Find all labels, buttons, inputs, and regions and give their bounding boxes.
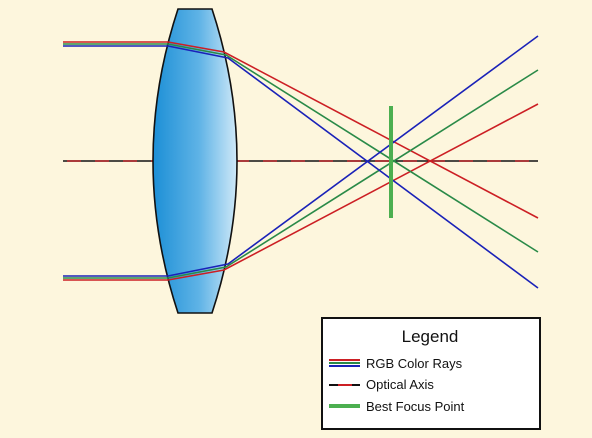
- red-rays: [63, 41, 539, 281]
- legend-item-best-focus: Best Focus Point: [366, 399, 465, 414]
- blue-rays: [63, 35, 539, 289]
- legend-title: Legend: [402, 327, 459, 346]
- convex-lens: [152, 8, 238, 314]
- legend-item-optical-axis: Optical Axis: [366, 377, 434, 392]
- legend-box: [321, 317, 541, 430]
- legend-swatch-rgb-rays: [329, 359, 360, 367]
- legend: Legend RGB Color Rays Optical Axis Best …: [321, 317, 541, 430]
- green-rays: [63, 43, 539, 279]
- legend-item-rgb-rays: RGB Color Rays: [366, 356, 463, 371]
